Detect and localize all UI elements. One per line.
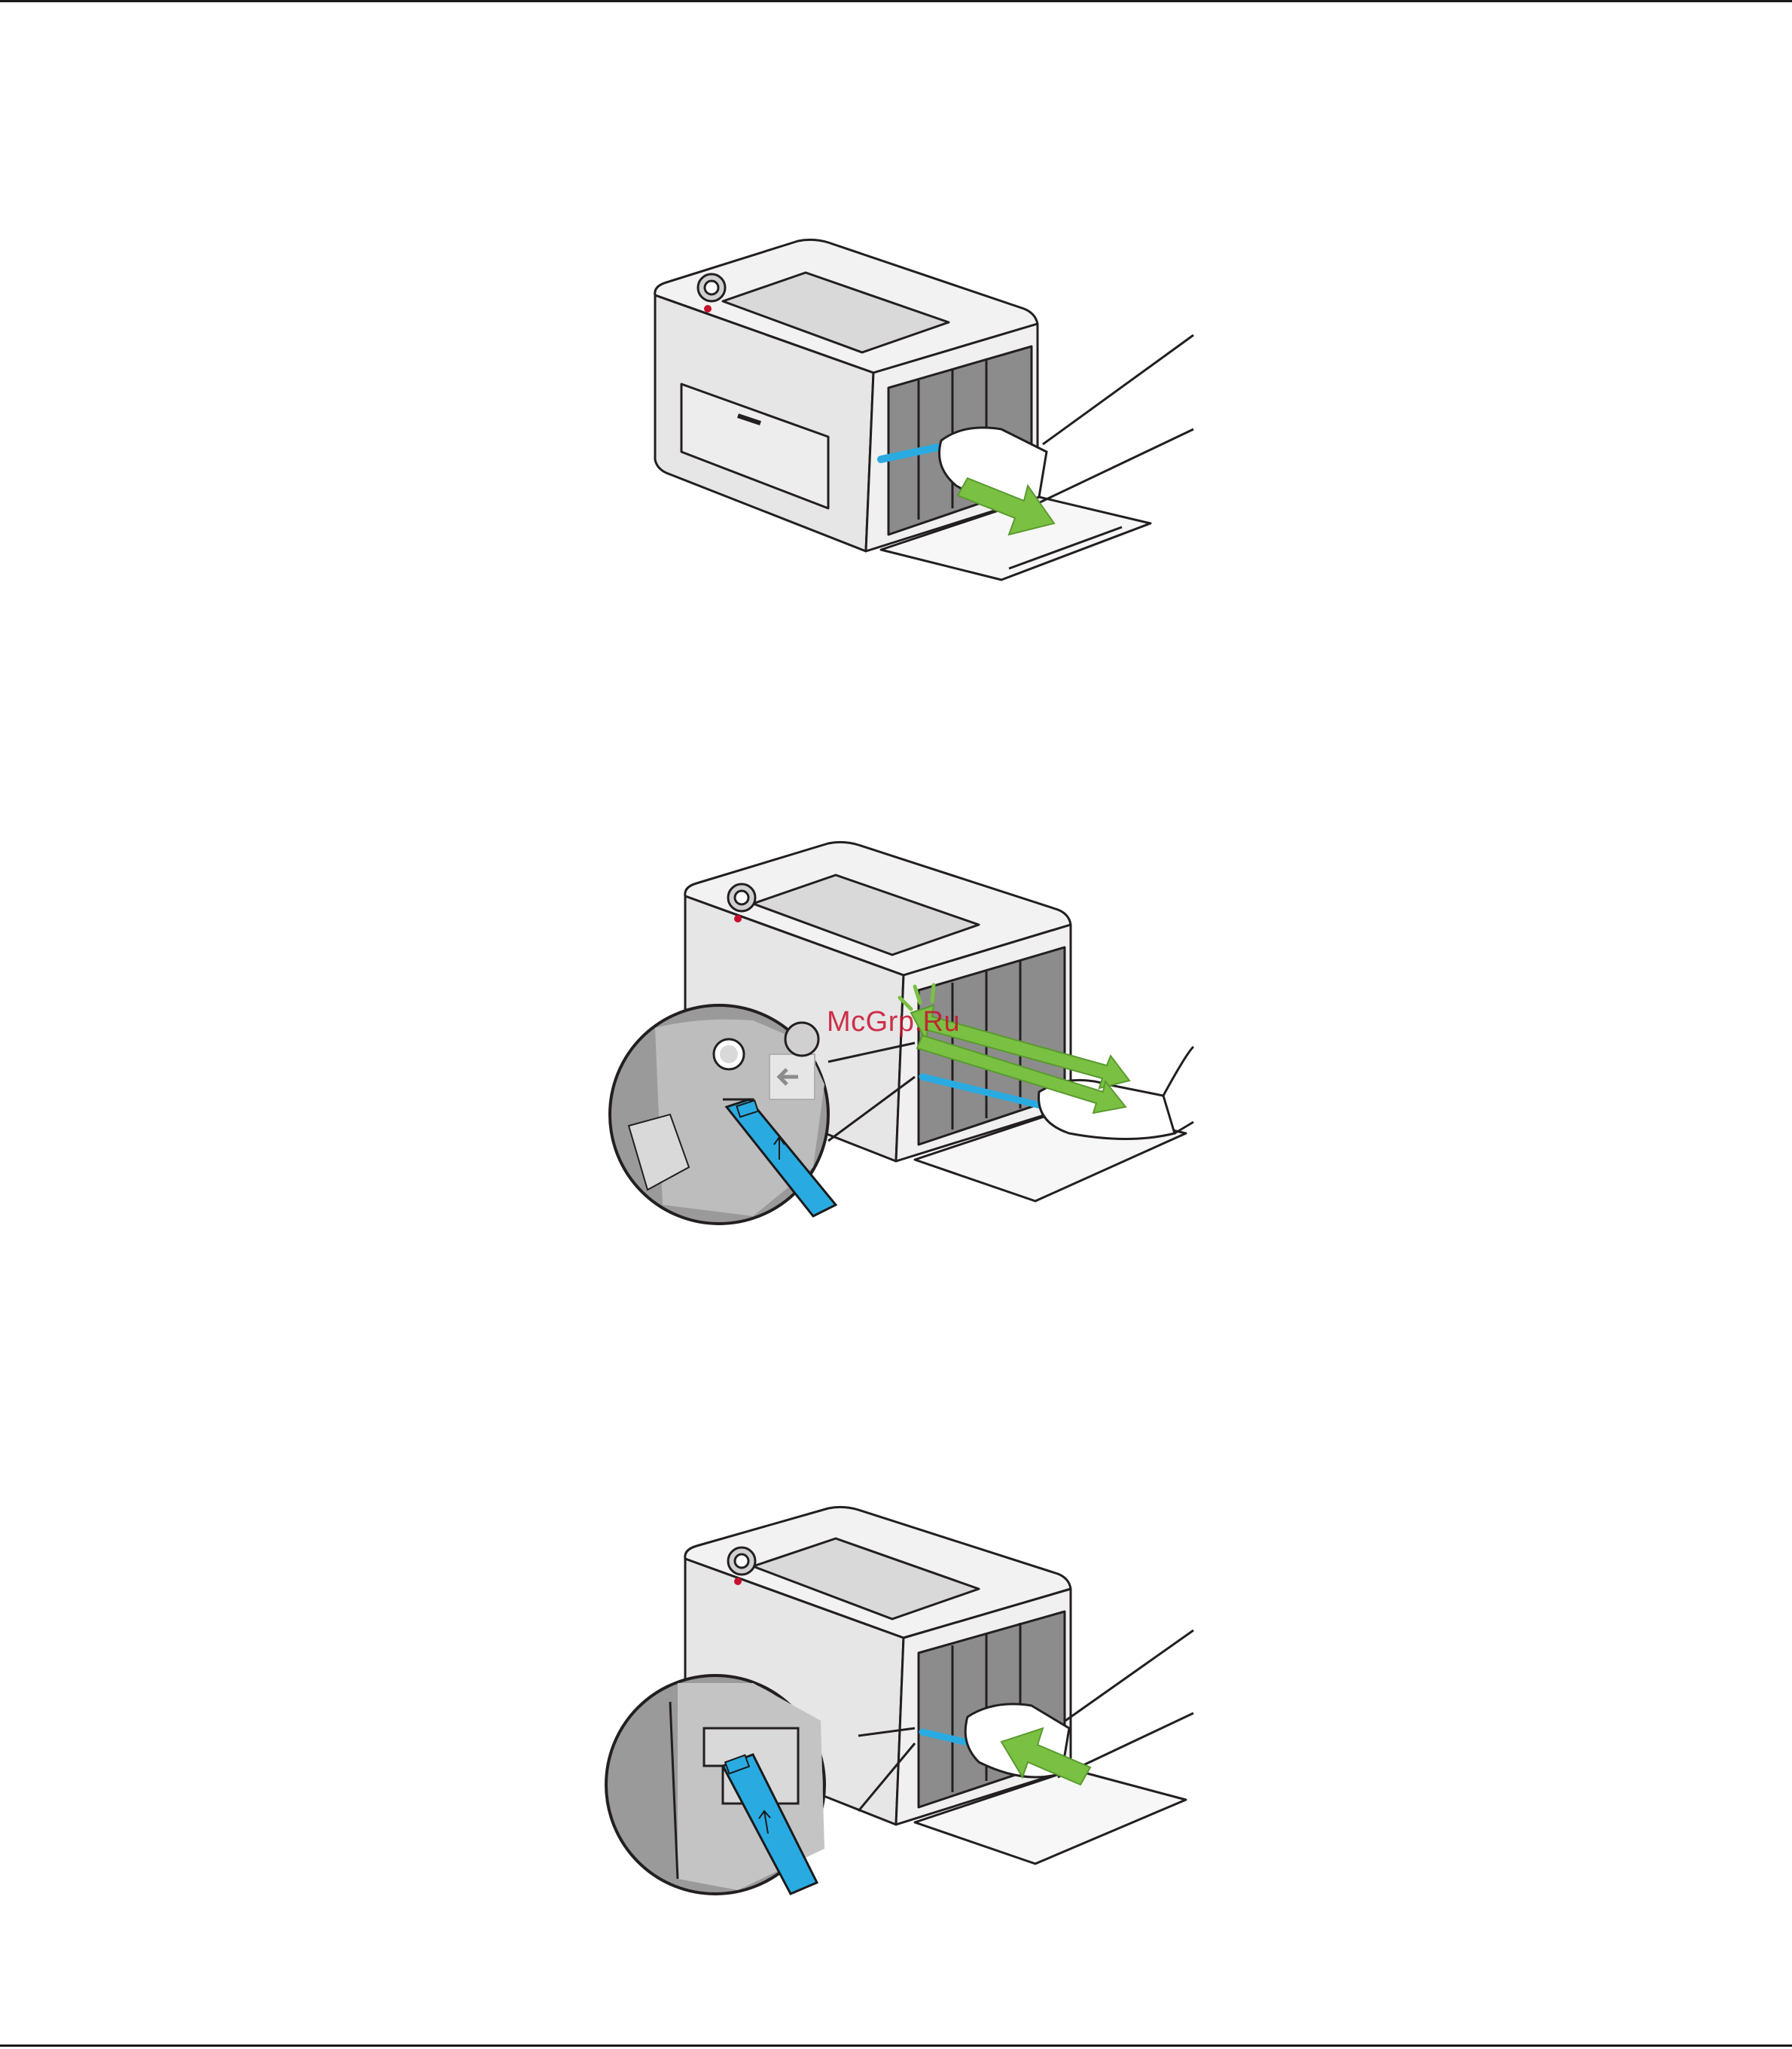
watermark-text: McGrp.Ru	[827, 1006, 960, 1038]
top-rule	[0, 0, 1792, 2]
figure-remove-rod	[0, 226, 1792, 617]
printer-illustration-2	[0, 836, 1792, 1258]
figure-clean-window	[0, 836, 1792, 1258]
figure-insert-rod	[0, 1502, 1792, 1924]
bottom-rule	[0, 2044, 1792, 2047]
printer-illustration-3	[0, 1502, 1792, 1924]
printer-illustration-1	[0, 226, 1792, 617]
